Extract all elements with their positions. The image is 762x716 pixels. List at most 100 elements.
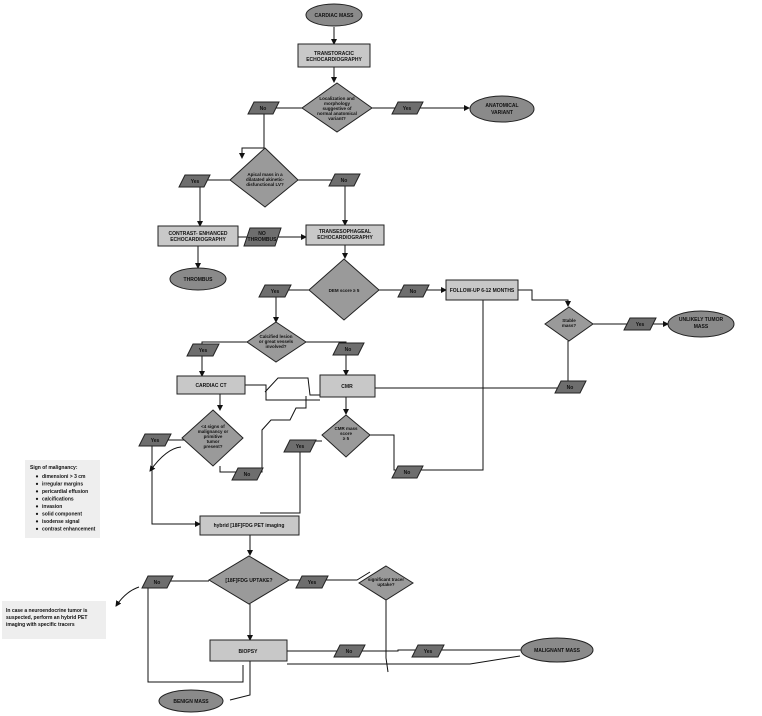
label-no: No [247,101,280,115]
svg-text:MALIGNANT MASS: MALIGNANT MASS [534,648,580,654]
svg-text:UNLIKELY TUMOR: UNLIKELY TUMOR [679,317,724,323]
decision-dem-score: DEM score ≥ 5 [308,258,380,321]
malignancy-sign-item: isodense signal [42,519,80,525]
svg-text:No: No [346,649,353,655]
svg-text:Stable: Stable [562,318,576,323]
decision-apical-mass: Apical mass in a dilatated akinetic- dis… [229,147,299,208]
svg-text:ANATOMICAL: ANATOMICAL [485,103,518,109]
svg-text:Localization and: Localization and [319,96,355,101]
svg-text:CARDIAC CT: CARDIAC CT [195,383,226,389]
svg-text:or great vessels: or great vessels [259,339,294,344]
svg-text:primitive: primitive [204,434,223,439]
label-no: No [333,644,366,658]
svg-text:imaging with specific tracers: imaging with specific tracers [6,622,75,628]
node-thrombus: THROMBUS [169,267,227,291]
decision-calcified-lesion: Calcified lesion or great vessels involv… [246,321,307,363]
svg-text:Apical mass in a: Apical mass in a [247,172,283,177]
svg-text:No: No [341,178,348,184]
malignancy-sign-item: dimensioni > 3 cm [42,474,86,480]
label-no: No [397,284,430,298]
label-no: No [328,173,361,187]
label-yes: Yes [623,317,657,331]
svg-text:normal anatomical: normal anatomical [317,111,357,116]
svg-text:mass?: mass? [562,323,577,328]
svg-text:THROMBUS: THROMBUS [248,237,278,243]
svg-text:VARIANT: VARIANT [491,110,513,116]
node-follow-up: FOLLOW-UP 6-12 MONTHS [445,279,519,301]
edge-labels: No Yes Yes No Yes No Yes No Yes No Yes N… [138,101,657,658]
svg-text:No: No [410,289,417,295]
svg-text:MASS: MASS [694,324,709,330]
svg-text:suggestive of: suggestive of [322,106,352,111]
bullet-icon [35,490,39,493]
node-cardiac-mass: CARDIAC MASS [305,3,363,27]
svg-text:disfunctional LV?: disfunctional LV? [246,182,284,187]
label-no: No [231,467,264,481]
svg-text:ECHOCARDIOGRAPHY: ECHOCARDIOGRAPHY [306,57,362,63]
svg-text:TRANSTORACIC: TRANSTORACIC [314,51,354,57]
svg-text:No: No [567,385,574,391]
svg-text:ECHOCARDIOGRAPHY: ECHOCARDIOGRAPHY [170,237,226,243]
svg-text:hybrid [18F]FDG PET imaging: hybrid [18F]FDG PET imaging [214,523,285,529]
malignancy-sign-item: irregular margins [42,482,83,488]
svg-text:score: score [340,431,353,436]
svg-text:present?: present? [203,444,222,449]
svg-text:Sign of malignancy:: Sign of malignancy: [30,465,78,471]
svg-text:THROMBUS: THROMBUS [184,277,214,283]
decision-fdg-uptake: [18F]FDG UPTAKE? [208,555,290,605]
svg-text:≥ 5: ≥ 5 [343,436,350,441]
node-transthoracic-echo: TRANSTORACIC ECHOCARDIOGRAPHY [297,43,371,68]
node-unlikely-tumor: UNLIKELY TUMOR MASS [667,310,735,338]
label-yes: Yes [258,284,292,298]
svg-text:DEM score ≥ 5: DEM score ≥ 5 [329,288,360,293]
node-contrast-echo: CONTRAST- ENHANCED ECHOCARDIOGRAPHY [157,225,239,247]
svg-text:dilatated akinetic-: dilatated akinetic- [246,177,285,182]
svg-text:No: No [345,347,352,353]
svg-text:morphology: morphology [324,101,350,106]
svg-text:Yes: Yes [296,444,305,450]
svg-text:CMR mass: CMR mass [334,426,358,431]
svg-text:BENIGN MASS: BENIGN MASS [173,699,209,705]
bullet-icon [35,520,39,523]
svg-text:uptake?: uptake? [377,582,395,587]
malignancy-sign-item: pericardial effusion [42,489,88,495]
svg-text:No: No [260,106,267,112]
bullet-icon [35,475,39,478]
svg-text:involved?: involved? [265,344,286,349]
svg-text:No: No [244,472,251,478]
cardiac-mass-label: CARDIAC MASS [315,13,355,19]
decision-cmr-score: CMR mass score ≥ 5 [321,414,371,458]
malignancy-signs-note: Sign of malignancy: dimensioni > 3 cm irr… [25,460,100,538]
bullet-icon [35,497,39,500]
label-no: No [554,380,587,394]
svg-text:tumor: tumor [207,439,220,444]
label-no: No [141,575,174,589]
svg-text:Yes: Yes [636,322,645,328]
malignancy-sign-item: calcifications [42,497,74,503]
svg-text:Calcified lesion: Calcified lesion [259,334,292,339]
svg-text:ECHOCARDIOGRAPHY: ECHOCARDIOGRAPHY [317,235,373,241]
label-yes: Yes [295,575,329,589]
node-no-thrombus: NO THROMBUS [243,227,282,247]
bullet-icon [35,512,39,516]
svg-text:Yes: Yes [403,106,412,112]
neuroendocrine-note: In case a neuroendocrine tumor is suspec… [2,601,106,639]
label-yes: Yes [283,439,317,453]
label-no: No [332,342,365,356]
malignancy-sign-item: invasion [42,504,62,510]
svg-text:variant?: variant? [328,116,346,121]
node-anatomical-variant: ANATOMICAL VARIANT [469,95,535,123]
svg-text:No: No [404,470,411,476]
node-cmr: CMR [319,374,376,398]
svg-text:<4 signs of: <4 signs of [201,424,225,429]
svg-text:Yes: Yes [199,348,208,354]
svg-text:significant tracer: significant tracer [368,577,405,582]
node-transesophageal-echo: TRANSESOPHAGEAL ECHOCARDIOGRAPHY [305,224,385,246]
label-no: No [391,465,424,479]
svg-text:Yes: Yes [308,580,317,586]
decision-stable-mass: Stable mass? [544,306,594,342]
label-yes: Yes [411,644,445,658]
svg-text:suspected, perform an hybrid P: suspected, perform an hybrid PET [6,615,87,621]
bullet-icon [35,482,39,485]
